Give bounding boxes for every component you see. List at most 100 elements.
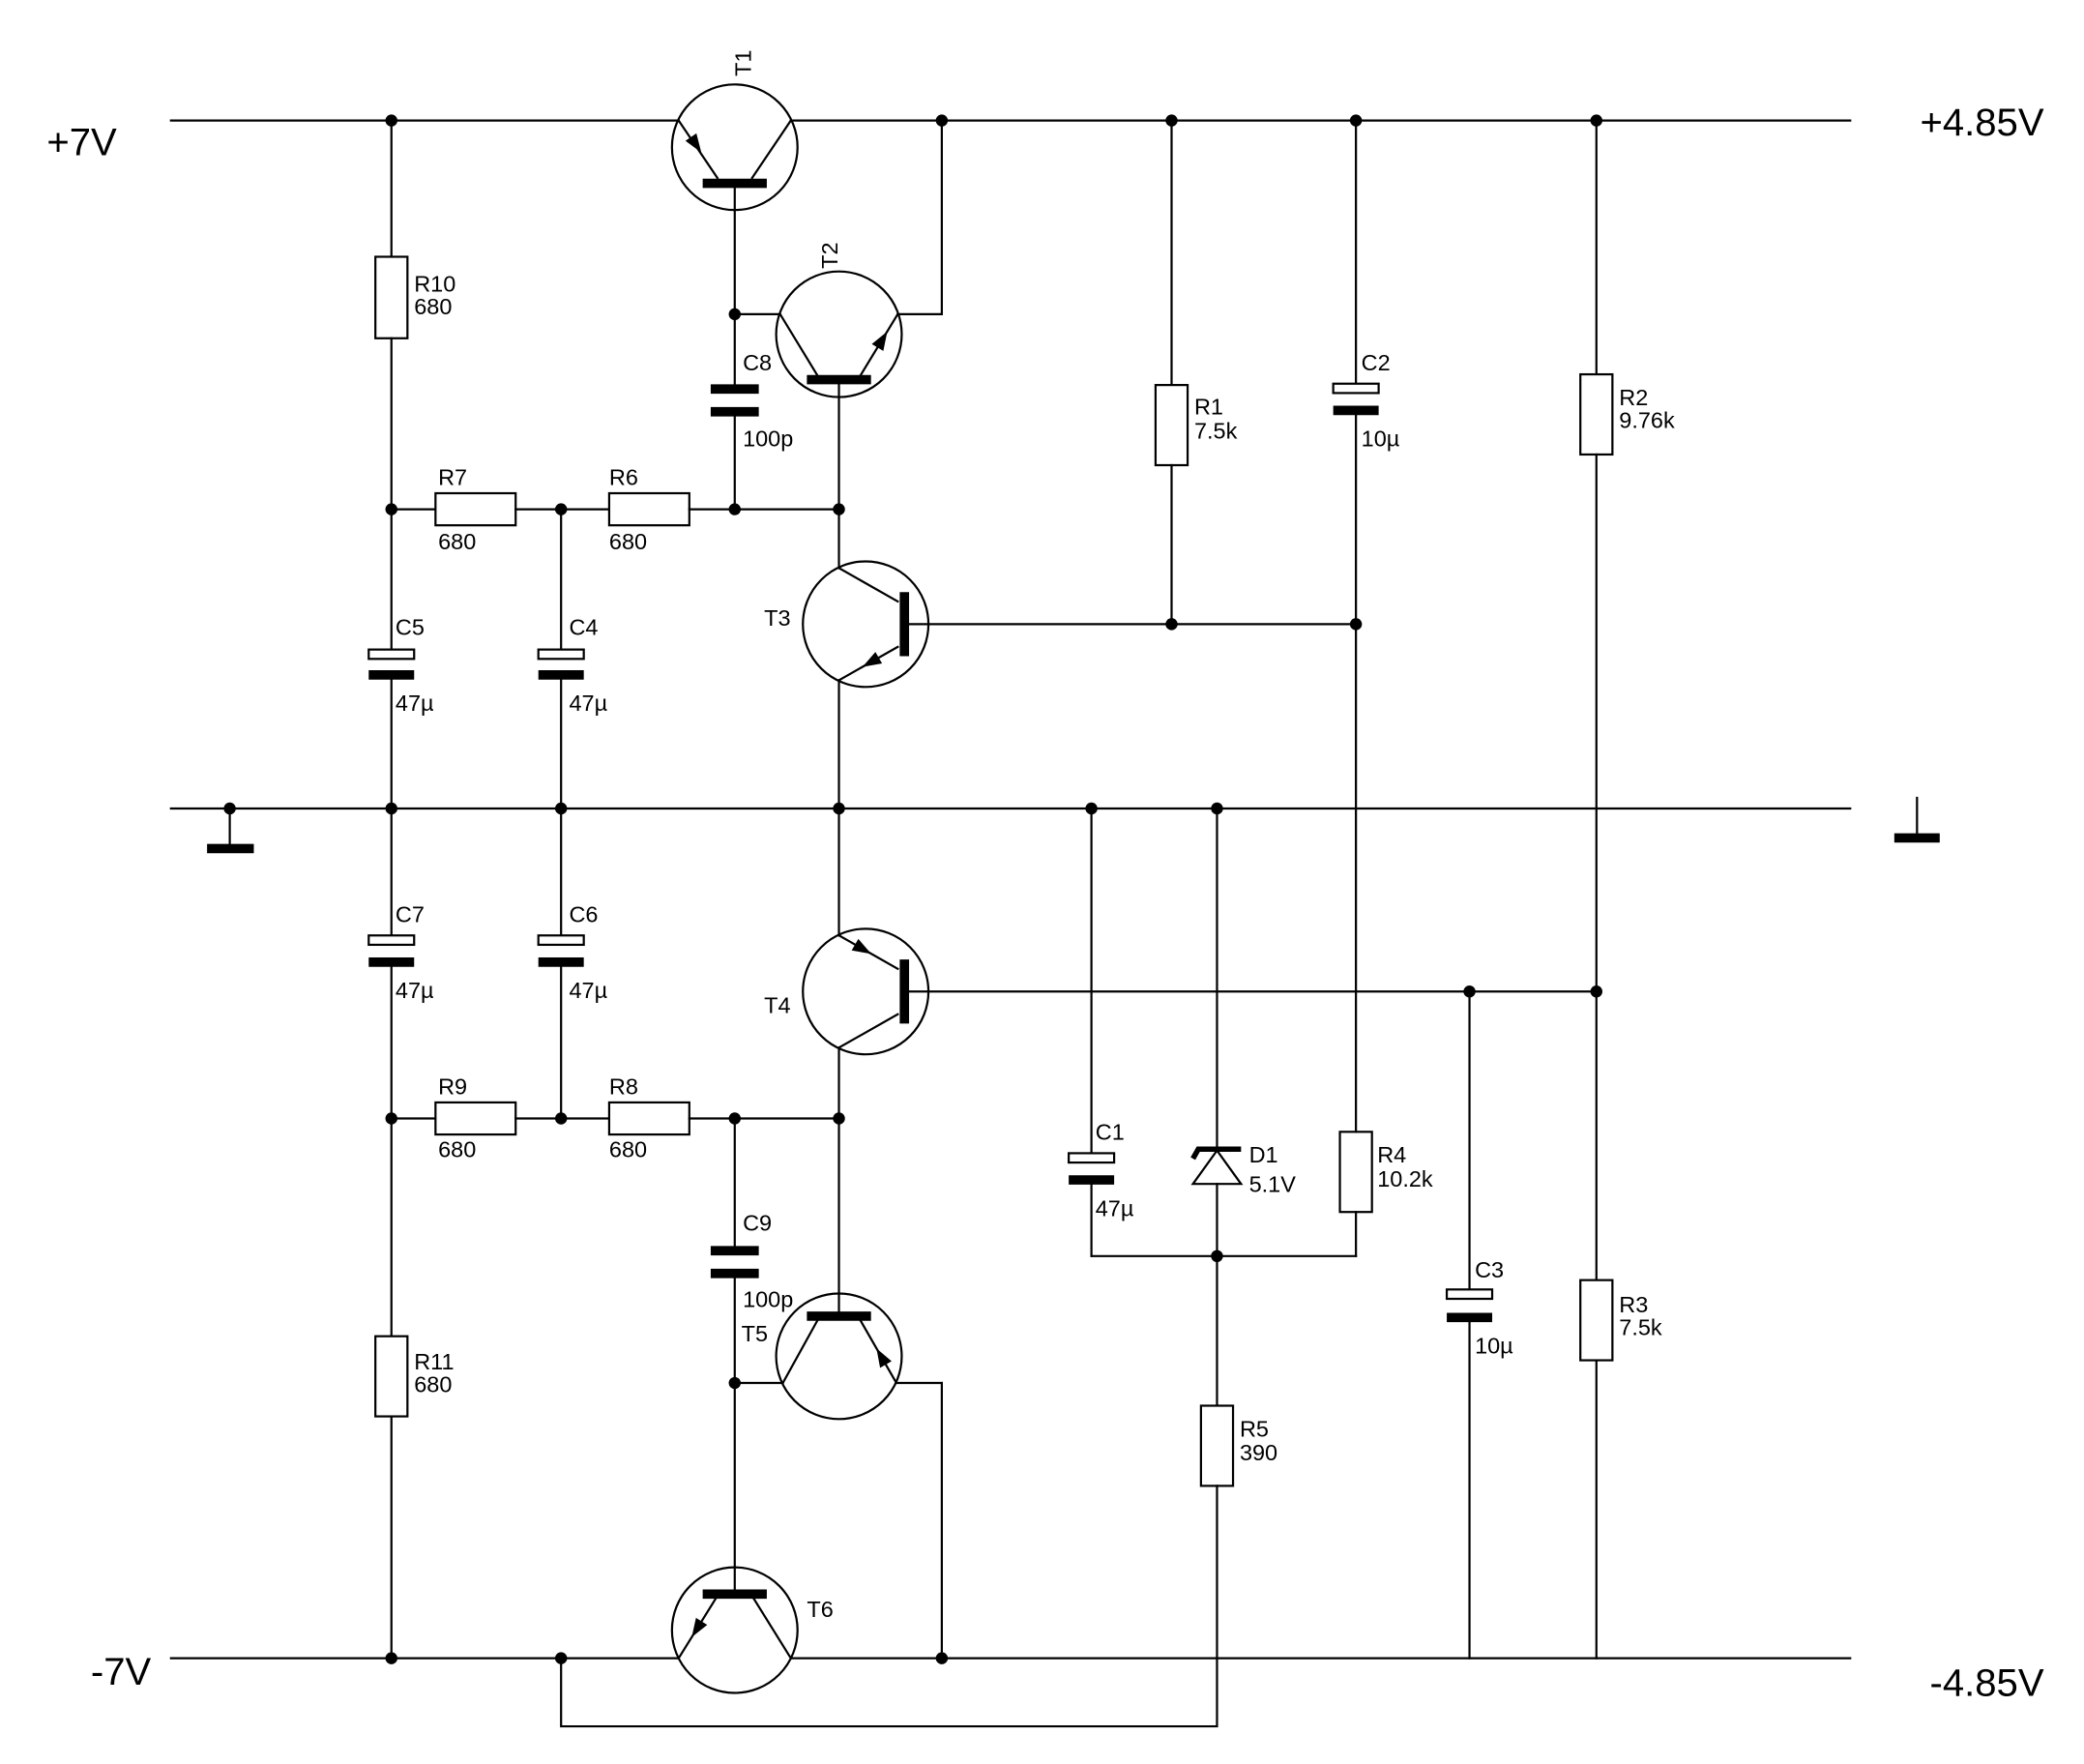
junction-dot <box>554 1652 568 1664</box>
junction-dots <box>223 114 1603 1664</box>
resistor-r6-value: 680 <box>609 529 647 554</box>
resistor-r3-body <box>1579 1279 1614 1362</box>
resistor-r6: R6 680 <box>607 465 840 554</box>
ground-rail <box>169 796 1940 854</box>
junction-dot <box>1463 985 1476 998</box>
top-output-voltage-label: +4.85V <box>1921 102 2044 144</box>
capacitor-c9-value: 100p <box>743 1286 793 1311</box>
junction-dot <box>833 1112 845 1125</box>
transistor-t2-label: T2 <box>817 242 842 268</box>
capacitor-c6: C6 47µ <box>537 807 607 1120</box>
resistor-r8: R8 680 <box>607 1074 840 1162</box>
junction-dot <box>554 802 568 815</box>
junction-dot <box>385 802 397 815</box>
resistor-r11-value: 680 <box>414 1372 452 1397</box>
junction-dot <box>728 1376 741 1390</box>
junction-dot <box>385 503 397 515</box>
capacitor-c7-plate-positive <box>367 934 416 947</box>
resistor-r10: R10 680 <box>374 119 455 511</box>
transistor-t2-emitter-arrow <box>871 331 888 351</box>
capacitor-c4-value: 47µ <box>569 691 607 716</box>
transistor-t3: T3 <box>764 508 1358 810</box>
resistor-r1-label: R1 <box>1194 395 1223 420</box>
junction-dot <box>1590 114 1603 127</box>
capacitor-c3: C3 10µ <box>1445 990 1513 1660</box>
junction-dot <box>1349 114 1363 127</box>
junction-dot <box>223 802 236 815</box>
junction-dot <box>385 1112 397 1125</box>
resistor-r1-body <box>1154 384 1189 467</box>
transistor-t5-collector <box>781 1318 819 1385</box>
bottom-input-voltage-label: -7V <box>91 1651 152 1693</box>
capacitor-c2: C2 10µ <box>1332 119 1400 1133</box>
zener-diode-d1-label: D1 <box>1249 1142 1278 1167</box>
resistor-r6-label: R6 <box>609 465 638 490</box>
junction-dot <box>554 503 568 515</box>
capacitor-c2-label: C2 <box>1362 350 1391 375</box>
junction-dot <box>1590 985 1603 998</box>
resistor-r5: R5 390 <box>1199 1254 1277 1487</box>
zener-diode-d1-value: 5.1V <box>1249 1171 1297 1196</box>
transistor-t6-collector <box>751 1596 793 1661</box>
junction-dot <box>728 1112 741 1125</box>
resistor-r11-label: R11 <box>414 1349 454 1374</box>
resistor-r9-body <box>434 1101 517 1136</box>
resistor-r8-body <box>607 1101 690 1136</box>
capacitor-c1-label: C1 <box>1096 1120 1125 1145</box>
transistor-t1-emitter-arrow <box>685 132 702 153</box>
resistor-r3: R3 7.5k <box>1579 1279 1662 1660</box>
junction-dot <box>385 1652 397 1664</box>
resistor-r4-body <box>1338 1131 1373 1214</box>
capacitor-c8-label: C8 <box>743 350 772 375</box>
capacitor-c7-label: C7 <box>396 901 425 926</box>
transistor-t2-collector <box>778 312 819 377</box>
transistor-t4-emitter-arrow <box>851 938 871 955</box>
capacitor-c5: C5 47µ <box>367 508 434 810</box>
transistor-t5: T5 <box>733 1117 943 1660</box>
transistor-t4-collector <box>837 1013 899 1049</box>
capacitor-c1: C1 47µ <box>1068 807 1358 1257</box>
capacitor-c4: C4 47µ <box>537 508 607 810</box>
junction-dot <box>1165 114 1178 127</box>
junction-dot <box>833 802 845 815</box>
resistor-r10-body <box>374 255 409 339</box>
transistor-t1: T1 <box>670 50 799 316</box>
capacitor-c6-label: C6 <box>569 901 598 926</box>
resistor-r1: R1 7.5k <box>1154 119 1238 626</box>
transistor-t5-emitter-arrow <box>876 1348 892 1368</box>
junction-dot <box>1085 802 1098 815</box>
capacitor-c6-plate-positive <box>537 934 585 947</box>
capacitor-c4-label: C4 <box>569 614 598 639</box>
capacitor-c5-plate-positive <box>367 648 416 661</box>
capacitor-c2-plate-positive <box>1332 382 1380 395</box>
bottom-supply-rail: -7V -4.85V <box>91 1651 2044 1704</box>
capacitor-c3-label: C3 <box>1475 1257 1504 1282</box>
resistor-r10-label: R10 <box>414 271 455 296</box>
capacitor-c2-value: 10µ <box>1362 426 1400 452</box>
transistor-t6-emitter-arrow <box>691 1617 708 1637</box>
transistor-t4: T4 <box>764 807 1598 1120</box>
capacitor-c7-value: 47µ <box>396 978 434 1003</box>
resistor-r7-body <box>434 491 517 527</box>
junction-dot <box>935 1652 949 1664</box>
transistor-t1-label: T1 <box>730 50 755 76</box>
resistor-r4: R4 10.2k <box>1338 1131 1433 1257</box>
resistor-r2-value: 9.76k <box>1619 407 1675 432</box>
resistor-r3-value: 7.5k <box>1619 1314 1662 1339</box>
transistor-t1-collector <box>750 119 793 180</box>
resistor-r5-body <box>1199 1404 1235 1487</box>
junction-dot <box>1165 618 1178 631</box>
top-supply-rail: +7V +4.85V <box>46 102 2043 164</box>
junction-dot <box>1211 1250 1223 1263</box>
junction-dot <box>385 114 397 127</box>
junction-dot <box>728 308 741 321</box>
capacitor-c3-plate-positive <box>1445 1288 1494 1301</box>
resistor-r9-value: 680 <box>438 1137 476 1162</box>
capacitor-c8: C8 100p <box>710 312 793 511</box>
resistor-r8-value: 680 <box>609 1137 647 1162</box>
junction-dot <box>554 1112 568 1125</box>
capacitor-c9-label: C9 <box>743 1211 772 1236</box>
resistor-r11: R11 680 <box>374 1117 455 1660</box>
